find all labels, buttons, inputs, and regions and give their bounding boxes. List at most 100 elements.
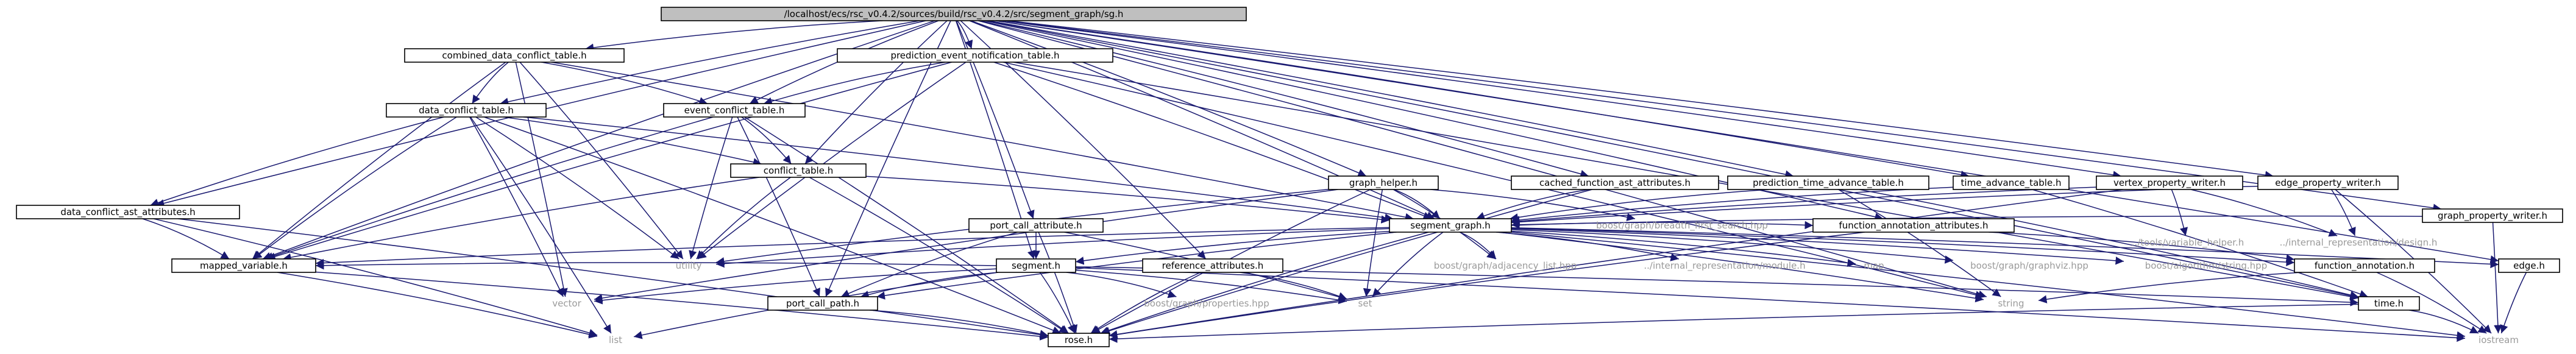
node-reference-attributes-h[interactable]: reference_attributes.h	[1142, 258, 1283, 273]
edge-dct-to-list	[470, 116, 612, 334]
node-label: boost/graph/properties.hpp	[1144, 298, 1269, 309]
node-combined-data-conflict-table-h[interactable]: combined_data_conflict_table.h	[404, 48, 625, 63]
edge-gh-to-set	[1363, 189, 1383, 297]
edge-root-to-tat	[995, 20, 1970, 179]
edge-gh-to-roseh	[1091, 189, 1371, 334]
node-prediction-time-advance-table-h[interactable]: prediction_time_advance_table.h	[1727, 175, 1929, 190]
edge-sgh-to-pcp	[876, 232, 1397, 300]
node-time-advance-table-h[interactable]: time_advance_table.h	[1953, 175, 2070, 190]
edge-cdct-to-vector	[515, 62, 568, 297]
edge-root-to-timeh	[987, 20, 2359, 300]
node-label: prediction_event_notification_table.h	[890, 50, 1059, 62]
node-rose-h[interactable]: rose.h	[1048, 333, 1110, 347]
node-label: ../tools/variable_helper.h	[2132, 237, 2244, 249]
edge-sgh-to-utility	[715, 228, 1390, 268]
edge-gh-to-vector	[594, 189, 1338, 302]
node-label: ../internal_representation/design.h	[2280, 237, 2438, 249]
edge-ct-to-sgh	[865, 175, 1390, 224]
node-label: time_advance_table.h	[1961, 177, 2062, 189]
node-internal-representation-module-h: ../internal_representation/module.h	[1644, 260, 1805, 272]
node-label: segment.h	[1012, 260, 1060, 271]
edge-pca-to-roseh	[1038, 232, 1078, 334]
edge-ptat-to-sgh	[1510, 189, 1769, 222]
edge-seg-to-roseh	[1039, 272, 1076, 334]
edge-cfaa-to-roseh	[1101, 189, 1592, 335]
edge-sgh-to-set	[1372, 232, 1444, 297]
node-label: port_call_attribute.h	[990, 220, 1082, 232]
edge-sgh-to-mv	[315, 227, 1390, 267]
node-edge-h[interactable]: edge.h	[2498, 258, 2560, 273]
node-vector: vector	[552, 298, 581, 309]
node-function-annotation-h[interactable]: function_annotation.h	[2294, 258, 2435, 273]
dependency-edges	[142, 20, 2527, 343]
edge-vpw-to-sgh	[1511, 186, 2097, 225]
edge-dct-to-sgh	[523, 116, 1394, 222]
node-function-annotation-attributes-h[interactable]: function_annotation_attributes.h	[1812, 218, 2015, 233]
edge-seg-to-vector	[594, 268, 997, 305]
node-port-call-attribute-h[interactable]: port_call_attribute.h	[968, 218, 1104, 233]
node-label: port_call_path.h	[786, 298, 859, 310]
edge-seg-to-bprop	[1066, 272, 1177, 299]
node-label: segment_graph.h	[1410, 220, 1490, 232]
node-label: combined_data_conflict_table.h	[442, 50, 586, 62]
node-boost-graph-graphviz-hpp: boost/graph/graphviz.hpp	[1970, 260, 2088, 271]
node-label: set	[1358, 298, 1372, 309]
edge-mv-to-list	[277, 272, 598, 339]
node-vertex-property-writer-h[interactable]: vertex_property_writer.h	[2096, 175, 2243, 190]
edge-root-to-ptat	[988, 20, 1794, 179]
node-boost-graph-breadth-first-search-hpp: boost/graph/breadth_first_search.hpp	[1596, 220, 1768, 232]
edge-root-to-mv	[262, 20, 935, 260]
edge-vpw-to-vh	[2171, 189, 2188, 236]
edge-root-to-ct	[804, 20, 948, 165]
node-port-call-path-h[interactable]: port_call_path.h	[767, 296, 878, 311]
header-nodes: /localhost/ecs/rsc_v0.4.2/sources/build/…	[16, 7, 2563, 347]
edge-cfaa-to-sgh	[1476, 189, 1589, 220]
edge-dct-to-mv	[253, 116, 457, 260]
edge-root-to-cdct	[585, 20, 883, 52]
edge-sgh-to-edgeh	[1511, 227, 2499, 269]
edge-root-to-pca	[956, 20, 1035, 219]
edge-ct-to-roseh	[809, 177, 1068, 334]
edge-root-to-edgeh	[995, 20, 2499, 264]
edge-faa-to-roseh	[1109, 232, 1865, 339]
node-graph-helper-h[interactable]: graph_helper.h	[1328, 175, 1439, 190]
node-label: graph_helper.h	[1349, 177, 1418, 189]
node-label: utility	[676, 260, 702, 271]
node-event-conflict-table-h[interactable]: event_conflict_table.h	[663, 103, 806, 118]
node-segment-graph-h[interactable]: segment_graph.h	[1389, 218, 1512, 233]
node-data-conflict-table-h[interactable]: data_conflict_table.h	[386, 103, 547, 118]
node-time-h[interactable]: time.h	[2358, 296, 2420, 311]
node-data-conflict-ast-attributes-h[interactable]: data_conflict_ast_attributes.h	[16, 205, 240, 219]
node-label: map	[1864, 260, 1884, 271]
node-mapped-variable-h[interactable]: mapped_variable.h	[171, 258, 316, 273]
node-prediction-event-notification-table-h[interactable]: prediction_event_notification_table.h	[837, 48, 1113, 63]
edge-tat-to-timeh	[2032, 189, 2368, 298]
edge-penot-to-utility	[697, 62, 967, 260]
edge-pca-to-pcp	[840, 232, 1018, 297]
edge-seg-to-iostream	[1075, 267, 2466, 342]
node-label: function_annotation.h	[2315, 260, 2415, 272]
node-segment-h[interactable]: segment.h	[996, 258, 1076, 273]
node-label: data_conflict_ast_attributes.h	[60, 207, 195, 218]
edge-root-to-vpw	[1002, 20, 2121, 179]
node-boost-algorithm-string-hpp: boost/algorithm/string.hpp	[2145, 260, 2267, 271]
edge-root-to-epw	[1008, 20, 2274, 179]
edge-dct-to-ct	[503, 116, 762, 166]
node-graph-property-writer-h[interactable]: graph_property_writer.h	[2422, 208, 2563, 223]
edge-dct-to-vector	[469, 116, 564, 297]
edge-penot-to-string	[1002, 62, 1984, 299]
edge-ect-to-ct	[741, 116, 792, 165]
edge-ct-to-mv	[283, 177, 759, 262]
node-conflict-table-h[interactable]: conflict_table.h	[730, 163, 867, 178]
node-cached-function-ast-attributes-h[interactable]: cached_function_ast_attributes.h	[1511, 175, 1719, 190]
edge-cdct-to-dct	[472, 62, 509, 104]
node-edge-property-writer-h[interactable]: edge_property_writer.h	[2257, 175, 2399, 190]
node-label: cached_function_ast_attributes.h	[1539, 177, 1691, 189]
edge-ect-to-utility	[689, 116, 733, 260]
edge-root-to-dct	[500, 20, 920, 106]
edge-dcaa-to-list	[153, 218, 598, 337]
edge-penot-to-mv	[267, 62, 952, 261]
node-label: ../internal_representation/module.h	[1644, 260, 1805, 272]
edge-root-to-gh	[970, 20, 1367, 177]
node-localhost-ecs-rsc-v0-4-2-sources-build-rsc-v0-4-2-src-segment-graph-sg-h[interactable]: /localhost/ecs/rsc_v0.4.2/sources/build/…	[661, 7, 1247, 21]
